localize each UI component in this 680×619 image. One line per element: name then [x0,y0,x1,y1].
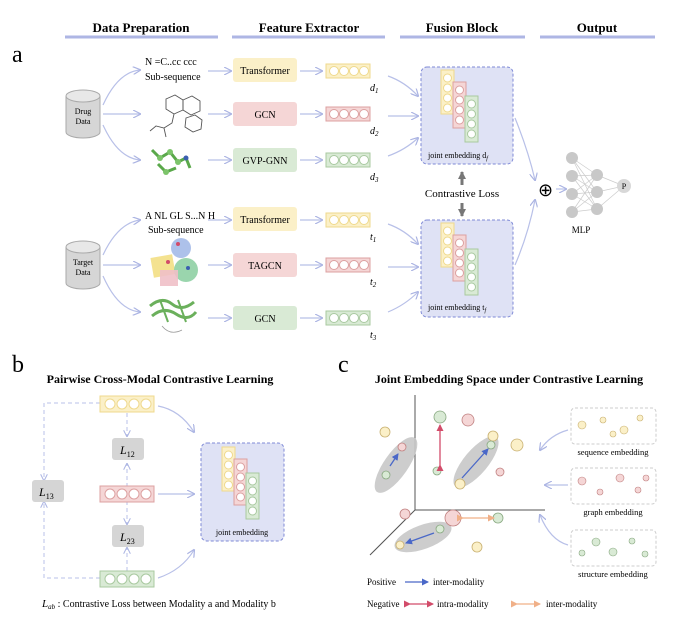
header-fusion-block: Fusion Block [426,20,499,35]
to-extractor-arrows [208,71,231,318]
panel-b-vectors [99,395,155,588]
vector-t1 [325,212,371,228]
mlp-network [566,152,631,218]
contrastive-loss-label: Contrastive Loss [425,188,499,200]
drug-data-label-2: Data [75,117,91,126]
vector-d3 [325,152,371,168]
graph-embedding-label: graph embedding [583,507,643,517]
vector-d1 [325,63,371,79]
drug-3d-structure [150,148,192,175]
vector-t3 [325,310,371,326]
panel-b-title: Pairwise Cross-Modal Contrastive Learnin… [47,372,274,386]
panel-c-title: Joint Embedding Space under Contrastive … [375,372,643,386]
structure-embedding-label: structure embedding [578,569,648,579]
label-t1: t1 [370,232,376,244]
loss-l12: L12 [119,443,135,459]
panel-label-a: a [12,42,23,68]
fusion-target-block: joint embedding tf [420,219,514,318]
vector-d2 [325,106,371,122]
drug-data-label-1: Drug [75,107,91,116]
vector-labels: d1 d2 d3 t1 t2 t3 [370,83,379,342]
vector-t2 [325,257,371,273]
legend-inter-modality-positive: inter-modality [433,577,485,587]
extractor-target-transformer: Transformer [240,215,290,226]
drug-molecule-graph [149,94,203,138]
target-data-label-1: Target [73,258,94,267]
panel-c-in-arrows [540,429,569,546]
panel-c-legend: Positive inter-modality Negative intra-m… [367,577,598,609]
target-data-label-2: Data [75,268,91,277]
target-data-cylinder: Target Data [65,240,101,290]
extractor-boxes: Transformer GCN GVP-GNN Transformer TAGC… [233,58,297,330]
header-feature-extractor: Feature Extractor [259,20,360,35]
drug-smiles: N =C..cc ccc [145,57,197,68]
output-p-node: P [622,182,627,191]
panel-b-joint-label: joint embedding [215,528,268,537]
label-t2: t2 [370,277,377,289]
target-subsequence-label: Sub-sequence [148,225,204,236]
header-data-preparation: Data Preparation [93,20,191,35]
panel-c-relations [389,424,495,545]
column-headers: Data Preparation Feature Extractor Fusio… [65,20,655,39]
label-d3: d3 [370,172,379,184]
label-t3: t3 [370,330,377,342]
panel-c-embedding-boxes: sequence embedding graph embedding struc… [570,407,657,579]
panel-b-loss-boxes: L12 L13 L23 [32,438,144,547]
panel-label-c: c [338,352,349,378]
sequence-embedding-label: sequence embedding [577,447,649,457]
target-3d-structure [149,299,198,333]
drug-subsequence-label: Sub-sequence [145,72,201,83]
panel-label-b: b [12,352,24,378]
mlp-label: MLP [572,225,591,235]
feature-vectors [325,63,371,326]
legend-inter-modality-negative: inter-modality [546,599,598,609]
header-output: Output [577,20,618,35]
loss-l13: L13 [38,485,54,501]
to-fusion-arrows [387,75,418,313]
fusion-drug-label: joint embedding df [427,151,489,162]
concat-plus-icon: ⊕ [538,180,553,201]
to-plus-arrows [514,117,535,266]
label-d1: d1 [370,83,379,95]
panel-b-arrows [157,405,194,579]
drug-data-cylinder: Drug Data [65,89,101,139]
extractor-drug-transformer: Transformer [240,66,290,77]
panel-b-footnote: Lab : Contrastive Loss between Modality … [41,598,276,611]
legend-intra-modality: intra-modality [437,599,489,609]
legend-negative: Negative [367,599,399,609]
legend-positive: Positive [367,577,396,587]
panel-c-points [379,410,524,553]
panel-b-joint-block: joint embedding [200,442,285,542]
extractor-drug-gvp-gnn: GVP-GNN [243,156,288,167]
contrastive-loss: Contrastive Loss [425,171,499,217]
extractor-target-gcn: GCN [254,314,275,325]
target-sequence: A NL GL S...N H [145,211,215,222]
label-d2: d2 [370,126,379,138]
extractor-target-tagcn: TAGCN [248,261,282,272]
panel-c-clusters [374,436,499,553]
extractor-drug-gcn: GCN [254,110,275,121]
panel-b-dashed-lines [44,402,127,579]
fusion-drug-block: joint embedding df [420,66,514,165]
target-graph-blobs [150,238,198,286]
fusion-target-label: joint embedding tf [427,303,487,314]
to-vector-arrows [300,71,322,318]
loss-l23: L23 [119,530,135,546]
source-arrows [102,70,140,312]
